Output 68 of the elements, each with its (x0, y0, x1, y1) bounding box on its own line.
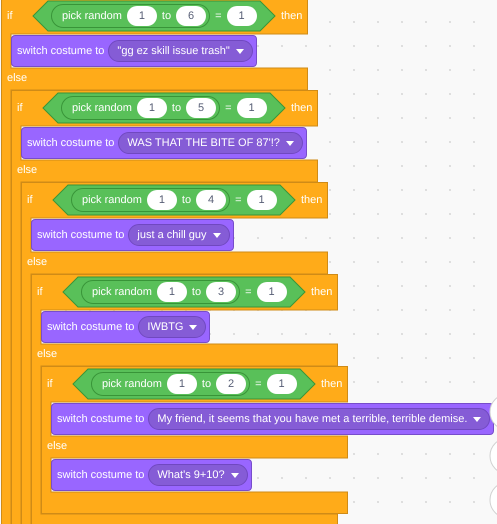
else-keyword: else (37, 348, 58, 361)
dropdown-menu: WAS THAT THE BITE OF 87'!? (118, 132, 303, 154)
block-label: switch costume to (27, 137, 114, 149)
condition-block (43, 93, 285, 123)
command-block (51, 459, 252, 491)
number-input: 5 (186, 98, 216, 118)
operator-label: = (235, 194, 242, 206)
block-label: to (192, 286, 202, 298)
then-keyword: then (291, 102, 312, 115)
number-input: 1 (146, 190, 177, 210)
if-keyword: if (27, 194, 32, 207)
else-keyword: else (47, 440, 68, 453)
reporter-block (61, 96, 220, 120)
then-keyword: then (301, 194, 322, 207)
reporter-block (81, 280, 240, 304)
number-input: 1 (136, 98, 167, 118)
if-keyword: if (7, 10, 12, 23)
condition-block (73, 369, 315, 399)
dropdown-menu: just a chill guy (128, 224, 230, 246)
dropdown-menu: What's 9+10? (148, 464, 248, 486)
number-input: 4 (196, 190, 226, 210)
condition-block (33, 1, 275, 31)
number-input: 3 (206, 282, 236, 302)
block-label: switch costume to (37, 229, 124, 241)
dropdown-menu: IWBTG (138, 316, 206, 338)
command-block (51, 403, 494, 435)
command-block (11, 35, 257, 67)
then-keyword: then (321, 378, 342, 391)
command-block (41, 311, 210, 343)
block-label: to (182, 194, 192, 206)
block-label: switch costume to (17, 45, 104, 57)
block-label: pick random (82, 194, 142, 206)
reporter-block (51, 4, 210, 28)
block-label: pick random (62, 10, 122, 22)
dropdown-menu: My friend, it seems that you have met a terrible, terrible demise. (148, 408, 490, 430)
reporter-block (91, 372, 250, 396)
number-input: 1 (166, 374, 197, 394)
command-block (21, 127, 307, 159)
condition-block (63, 277, 305, 307)
if-keyword: if (37, 286, 42, 299)
block-label: pick random (72, 102, 132, 114)
block-label: switch costume to (57, 469, 144, 481)
number-input: 6 (176, 6, 206, 26)
if-keyword: if (17, 102, 22, 115)
if-keyword: if (47, 378, 52, 391)
operator-label: = (255, 378, 262, 390)
number-input: 2 (216, 374, 246, 394)
then-keyword: then (311, 286, 332, 299)
number-input: 1 (156, 282, 187, 302)
dropdown-menu: "gg ez skill issue trash" (108, 40, 253, 62)
operator-label: = (245, 286, 252, 298)
block-label: switch costume to (57, 413, 144, 425)
condition-block (53, 185, 295, 215)
operator-label: = (215, 10, 222, 22)
number-input: 1 (126, 6, 157, 26)
then-keyword: then (281, 10, 302, 23)
else-keyword: else (17, 164, 38, 177)
block-label: to (162, 10, 172, 22)
block-label: pick random (92, 286, 152, 298)
block-label: to (172, 102, 182, 114)
operator-label: = (225, 102, 232, 114)
block-label: pick random (102, 378, 162, 390)
block-label: switch costume to (47, 321, 134, 333)
else-keyword: else (7, 72, 28, 85)
reporter-block (71, 188, 230, 212)
command-block (31, 219, 234, 251)
else-keyword: else (27, 256, 48, 269)
block-label: to (202, 378, 212, 390)
